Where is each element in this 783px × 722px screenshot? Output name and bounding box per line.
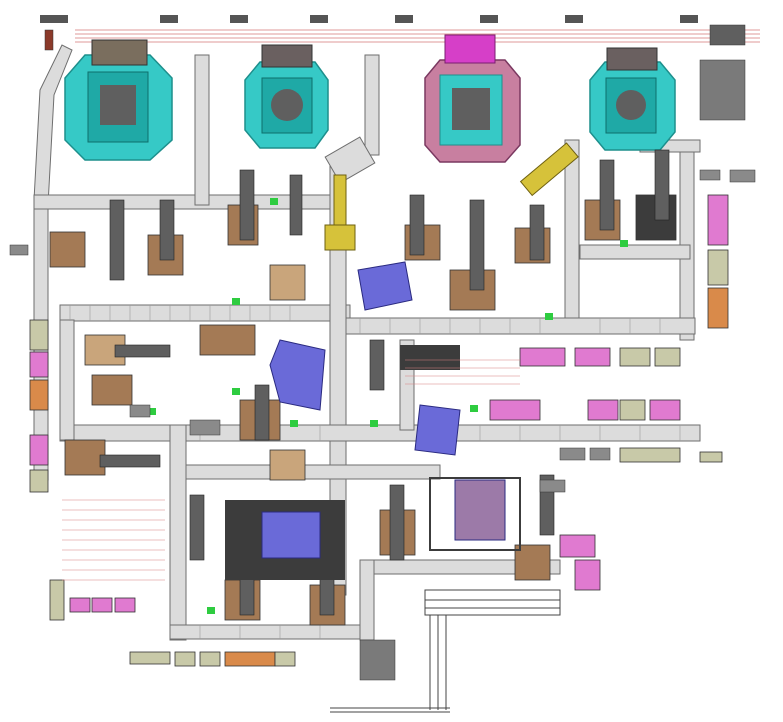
safety-fence-top [75,29,760,43]
press-cell-1 [64,39,173,161]
left-panels [29,319,296,667]
fence-posts-top [40,15,698,23]
bottom-rails [330,589,561,713]
safety-hatch-areas [62,359,520,581]
misc-small-parts [9,24,756,681]
press-cell-3 [424,34,521,163]
robot-bodies [99,149,670,616]
green-markers [148,198,628,614]
right-panels [489,194,729,591]
purple-panel-inner [261,511,321,559]
press-cell-2 [244,44,329,149]
yellow-robot-arms [324,142,579,251]
press-cell-4 [589,47,676,151]
